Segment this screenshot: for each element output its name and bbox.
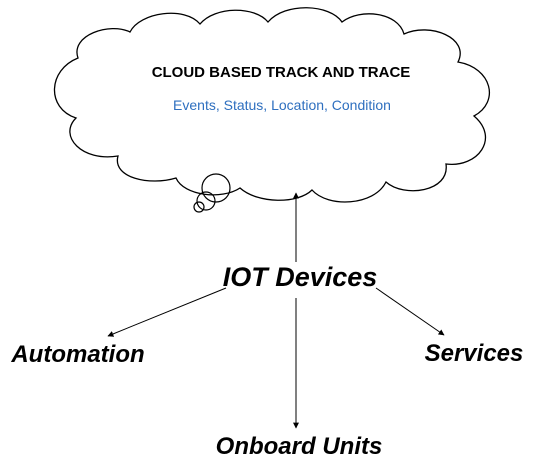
thought-bubble-large — [201, 173, 231, 203]
cloud-subtitle: Events, Status, Location, Condition — [173, 97, 391, 113]
thought-bubble-medium — [196, 191, 216, 211]
thought-bubble-small — [193, 201, 205, 213]
arrow-to-services — [375, 287, 445, 336]
arrow-to-automation — [107, 287, 227, 337]
node-services: Services — [425, 340, 524, 367]
cloud-title: CLOUD BASED TRACK AND TRACE — [152, 64, 411, 81]
node-onboard-units: Onboard Units — [216, 433, 383, 460]
node-iot-devices: IOT Devices — [223, 262, 378, 292]
cloud-shape — [53, 7, 491, 203]
node-automation: Automation — [10, 341, 144, 368]
